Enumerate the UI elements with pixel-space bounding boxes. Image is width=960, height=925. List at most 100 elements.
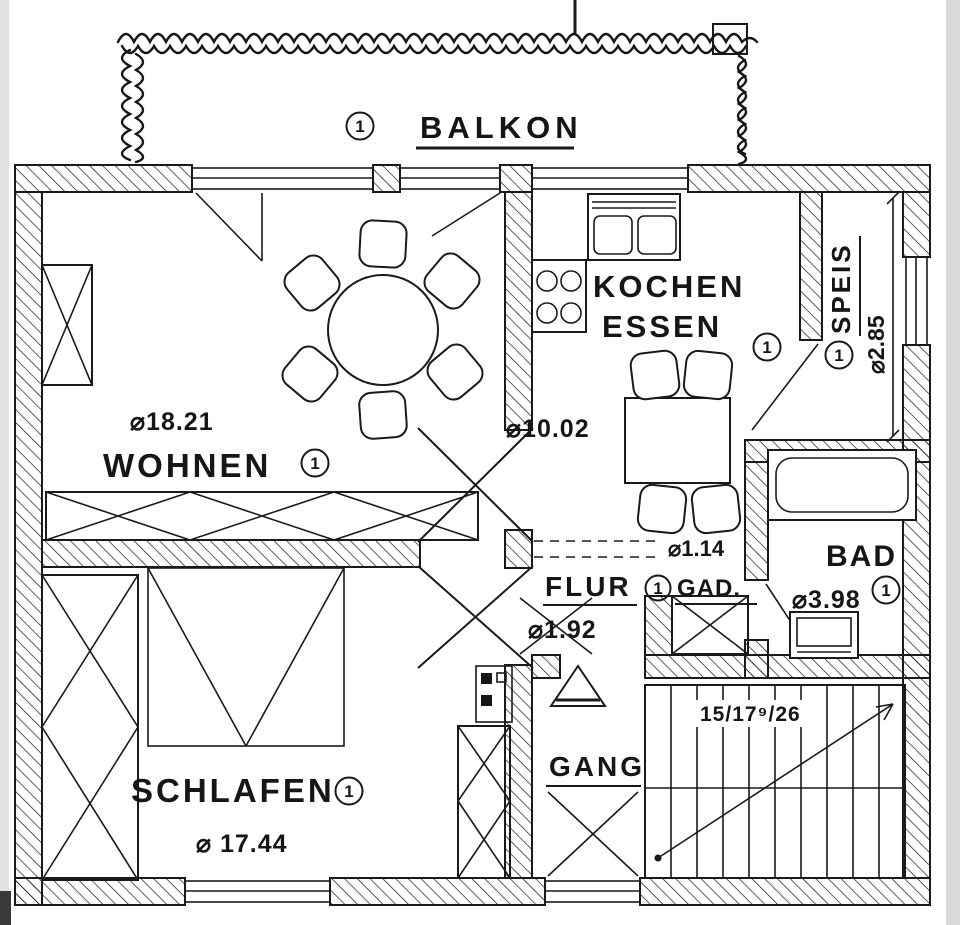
kitchen-sink [587, 193, 681, 261]
kitchen-table-group [624, 349, 742, 535]
wall-segment [329, 877, 546, 906]
wall-segment [644, 595, 673, 656]
wall-segment [504, 191, 533, 431]
door-marker-schlafen: 1 [344, 782, 353, 801]
flur-dashed-beam [534, 540, 656, 558]
wall-segment [687, 164, 931, 193]
door-swing-balcony [195, 192, 501, 262]
chair [423, 252, 481, 310]
chair [358, 390, 408, 440]
door-marker-wohnen: 1 [310, 454, 319, 473]
wall-segment [902, 344, 931, 879]
door-swing-wohnen [417, 427, 534, 543]
door-swing-schlafen [417, 565, 534, 669]
wall-segment [14, 164, 193, 193]
outer-walls [14, 164, 931, 906]
bathroom-sink [789, 611, 859, 659]
dimension-line [886, 191, 900, 443]
room-gang: GANG 15/17⁹/26 [546, 664, 906, 879]
door-marker-circle [345, 111, 375, 141]
wall-segment [14, 191, 43, 906]
door-marker-circle [644, 574, 672, 602]
door-marker-circle [752, 332, 782, 362]
door-swing-speis [751, 343, 819, 431]
room-kochen-essen: KOCHEN ESSEN 1 ⌀10.02 [506, 193, 782, 535]
wardrobe-left [41, 574, 139, 881]
room-label-wohnen: WOHNEN [103, 447, 271, 484]
room-label-schlafen: SCHLAFEN [131, 772, 335, 809]
door-marker-flur: 1 [653, 579, 662, 598]
chair [636, 483, 688, 535]
area-label-wohnen: ⌀18.21 [130, 408, 214, 436]
wall-segment [372, 164, 401, 193]
wall-segment [41, 539, 421, 568]
windows [184, 167, 928, 903]
room-bad: BAD ⌀3.98 1 [767, 449, 917, 659]
depth-label-speis: ⌀2.85 [863, 315, 889, 374]
chair [629, 349, 681, 401]
wall-segment [799, 191, 823, 341]
wall-segment [531, 654, 561, 679]
door-marker-circle [824, 340, 854, 370]
wall-segment [14, 877, 186, 906]
door-marker-speis: 1 [834, 346, 843, 365]
window-radiator-box [41, 264, 93, 386]
room-label-speis: SPEIS [826, 242, 856, 334]
wall-segment [744, 461, 769, 581]
room-label-kochen: KOCHEN [593, 269, 745, 304]
bathtub [767, 449, 917, 521]
door-marker-bad: 1 [881, 581, 890, 600]
chair [682, 349, 734, 401]
stair-walk-line [654, 703, 894, 862]
kitchen-table [624, 397, 731, 484]
door-marker-circle [334, 776, 364, 806]
window [531, 167, 689, 190]
door-marker-kochen: 1 [762, 338, 771, 357]
chair [690, 483, 742, 535]
bed [147, 567, 345, 747]
balcony-header: 1 BALKON [345, 110, 583, 150]
room-label-balkon: BALKON [420, 110, 583, 145]
area-label-schlafen: ⌀ 17.44 [196, 830, 288, 858]
chair [358, 219, 408, 269]
door-marker-circle [871, 575, 901, 605]
room-label-flur: FLUR [545, 571, 632, 602]
door-marker-balkon: 1 [355, 117, 364, 136]
door-swing-flur [519, 597, 593, 655]
chair [281, 345, 339, 403]
stair-annotation-bg [690, 700, 822, 727]
stair-annotation: 15/17⁹/26 [700, 703, 801, 726]
gad-closet [671, 595, 749, 655]
room-schlafen: SCHLAFEN 1 ⌀ 17.44 [41, 567, 513, 881]
closet-band [45, 491, 479, 541]
area-label-flur: ⌀1.92 [528, 616, 597, 644]
door-marker-circle [300, 448, 330, 478]
chair [283, 254, 341, 312]
staircase: 15/17⁹/26 [644, 684, 906, 879]
room-label-essen: ESSEN [602, 309, 722, 344]
room-wohnen: ⌀18.21 WOHNEN 1 [41, 219, 484, 541]
wall-segment [499, 164, 533, 193]
stove [531, 259, 587, 333]
window [184, 880, 331, 903]
chair [426, 343, 484, 401]
room-label-bad: BAD [826, 540, 897, 573]
door-swing-entry [547, 791, 639, 877]
round-dining-table [327, 274, 439, 386]
area-label-bad: ⌀3.98 [792, 586, 861, 614]
cabinet-right [457, 725, 511, 879]
window [191, 167, 374, 190]
balcony-plants [116, 32, 759, 166]
wall-segment [639, 877, 931, 906]
window [399, 167, 501, 190]
window [905, 256, 928, 346]
room-flur: FLUR ⌀1.92 ⌀1.14 1 GAD. [528, 536, 757, 655]
chairs-wohnen [281, 219, 484, 440]
area-label-gad: ⌀1.14 [668, 536, 725, 561]
switch-panel [475, 665, 513, 723]
direction-triangle [549, 664, 607, 707]
wall-segment [902, 191, 931, 258]
